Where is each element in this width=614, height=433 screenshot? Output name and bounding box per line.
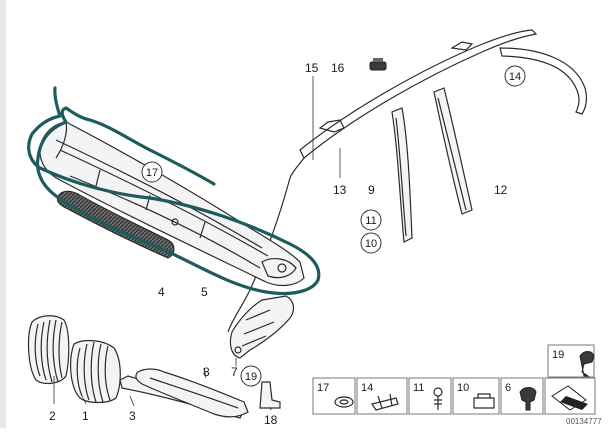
legend-cell-11[interactable] (408, 377, 452, 415)
part-14-pillar-trim[interactable] (499, 47, 588, 115)
circled-label-14: 14 (504, 65, 526, 87)
circled-label-11: 11 (360, 209, 382, 231)
label-part-16: 16 (331, 61, 345, 75)
circled-label-17: 17 (141, 161, 163, 183)
part-2-grille-left[interactable] (27, 315, 70, 385)
svg-text:19: 19 (245, 371, 257, 383)
part-18-clip-bracket[interactable] (259, 381, 281, 409)
leader-lines (53, 76, 341, 411)
svg-text:17: 17 (317, 382, 329, 394)
part-15-trim-strip[interactable] (289, 29, 538, 179)
part-7-bracket[interactable] (229, 295, 295, 359)
svg-text:14: 14 (509, 71, 521, 83)
svg-text:11: 11 (365, 215, 376, 227)
circled-label-19: 19 (240, 365, 262, 387)
label-part-5: 5 (201, 285, 208, 299)
left-edge-bar (0, 0, 6, 428)
parts-legend: 19 17 14 11 10 6 (312, 344, 596, 415)
label-part-2: 2 (49, 409, 56, 423)
svg-text:14: 14 (361, 382, 373, 394)
label-part-15: 15 (305, 61, 319, 75)
label-part-7: 7 (231, 365, 238, 379)
legend-cell-6[interactable] (500, 377, 544, 415)
part-12-pillar-strip[interactable] (433, 87, 473, 215)
label-part-12: 12 (494, 183, 508, 197)
part-1-grille-right[interactable] (70, 339, 121, 404)
svg-text:11: 11 (413, 382, 424, 394)
label-part-4: 4 (158, 285, 165, 299)
svg-text:17: 17 (146, 167, 158, 179)
label-part-13: 13 (333, 183, 347, 197)
circled-label-10: 10 (360, 232, 382, 254)
legend-cell-17[interactable] (312, 377, 356, 415)
label-part-1: 1 (82, 409, 89, 423)
reference-number: 00134777 (566, 417, 602, 426)
label-part-18: 18 (264, 413, 278, 427)
svg-text:10: 10 (457, 382, 469, 394)
label-part-8: 8 (203, 365, 210, 379)
label-part-9: 9 (368, 183, 375, 197)
svg-text:6: 6 (505, 382, 511, 394)
svg-text:10: 10 (365, 238, 377, 250)
part-9-pillar-strip[interactable] (391, 107, 413, 243)
svg-text:19: 19 (552, 349, 564, 361)
part-8-lower-panel[interactable] (135, 368, 249, 418)
label-part-3: 3 (129, 409, 136, 423)
part-16-clip[interactable] (369, 58, 387, 71)
highlight-marker-outline (27, 86, 321, 296)
part-rod-line (227, 177, 291, 333)
